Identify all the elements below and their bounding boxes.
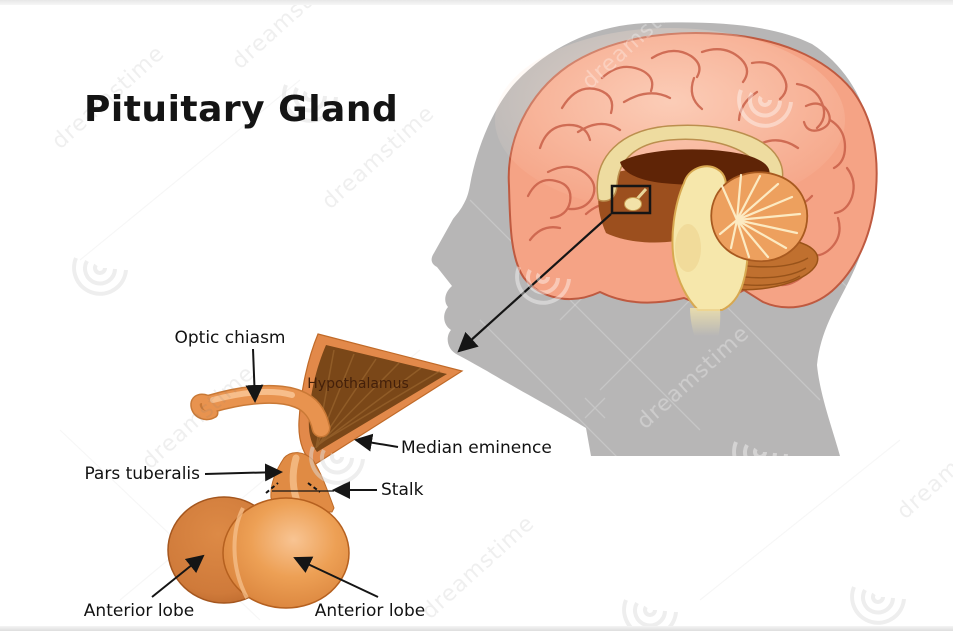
inset-arrow xyxy=(457,213,612,353)
brain-illustration xyxy=(495,28,878,352)
watermark-text: dreamstime xyxy=(417,511,539,625)
watermark-text: dreamstime xyxy=(137,361,259,475)
label-stalk: Stalk xyxy=(381,480,424,500)
top-frame-bar xyxy=(0,0,953,5)
mini-pituitary-gland xyxy=(624,197,642,211)
watermark-text: dreamstime xyxy=(227,0,349,74)
label-anterior-lobe-right: Anterior lobe xyxy=(314,601,426,621)
label-optic-chiasm: Optic chiasm xyxy=(174,328,286,348)
optic-chiasm-arrow xyxy=(245,348,264,403)
spinal-cord xyxy=(690,308,721,352)
cerebellum xyxy=(710,171,808,263)
arbor-vitae-rays xyxy=(718,173,802,259)
label-arrows xyxy=(151,348,399,598)
optic-chiasm-arm xyxy=(190,384,331,438)
lateral-ventricle xyxy=(620,149,770,185)
anterior-lobe-left-arrow xyxy=(151,554,205,598)
lobe-crease-highlight xyxy=(232,507,249,599)
bottom-frame-bar xyxy=(0,626,953,631)
cortex-gyri xyxy=(526,48,855,287)
label-median-eminence: Median eminence xyxy=(401,438,552,458)
mini-pituitary-stalk xyxy=(635,187,648,201)
median-eminence-arrow xyxy=(354,433,399,452)
label-anterior-lobe-left: Anterior lobe xyxy=(83,601,195,621)
page-title: Pituitary Gland xyxy=(84,89,399,130)
pituitary-gland-body xyxy=(167,496,350,609)
label-hypothalamus: Hypothalamus xyxy=(307,376,409,392)
gland-front-lobe xyxy=(222,497,350,609)
watermark-text: dreamstime xyxy=(892,411,953,525)
pons-shading xyxy=(675,224,701,272)
pituitary-diagram xyxy=(167,333,464,609)
pars-tuberalis-arrow xyxy=(204,463,283,482)
stalk-section-dashes xyxy=(265,482,321,494)
inset-highlight-square xyxy=(610,184,652,215)
pituitary-inset xyxy=(610,184,652,215)
anterior-lobe-right-arrow xyxy=(293,556,379,598)
label-pars-tuberalis: Pars tuberalis xyxy=(84,464,200,484)
